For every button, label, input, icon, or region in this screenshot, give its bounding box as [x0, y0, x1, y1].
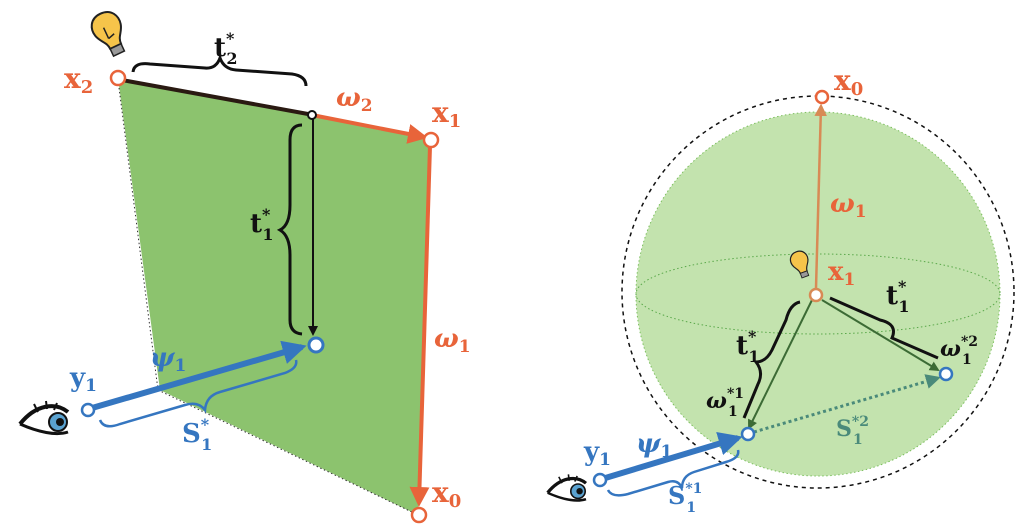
S2-dotted-vector	[753, 374, 941, 434]
sample-omega1-star2	[938, 366, 954, 382]
label-t1-right: t*1	[886, 277, 910, 316]
omega1-segment	[409, 145, 432, 507]
label-psi1-right: ψ1	[636, 429, 672, 462]
label-t1-left: t*1	[736, 327, 760, 366]
sphere-equator	[635, 253, 1001, 335]
label-t1: t*1	[250, 205, 274, 244]
label-t2: t*2	[214, 29, 238, 68]
label-x1-right: x1	[828, 257, 855, 290]
left-diagram: x2 x1 x0 ω2 ω1 y1 ψ1 t*2 t*1 S*1	[18, 11, 471, 524]
label-x0: x0	[432, 476, 461, 512]
sample-point-top	[307, 110, 317, 120]
label-x1: x1	[432, 96, 461, 132]
label-y1: y1	[69, 363, 97, 396]
surface-plane	[118, 78, 430, 515]
vertex-x0	[410, 506, 428, 524]
label-y1-right: y1	[583, 437, 611, 470]
omega2-segment	[311, 113, 428, 144]
label-x2: x2	[64, 62, 93, 98]
sample-omega1-star1	[740, 426, 756, 442]
lightbulb-icon	[789, 250, 810, 279]
sample-1-vector	[748, 299, 813, 430]
segment-x2-to-sample	[121, 78, 309, 116]
label-S1: S*1	[182, 415, 212, 454]
label-x0-right: x0	[834, 64, 863, 100]
vertex-x1	[422, 131, 440, 149]
plane-hidden-edge-bottom	[157, 389, 419, 516]
omega1-vector	[814, 103, 827, 289]
plane-hidden-edge	[117, 79, 159, 391]
sample-point-bottom	[307, 336, 325, 354]
label-omega1: ω1	[434, 324, 471, 357]
lightbulb-icon	[90, 11, 126, 58]
t1-brace-right	[829, 296, 939, 360]
vertex-y1-right	[592, 472, 608, 488]
S1-brace	[98, 359, 298, 428]
psi1-arrow-right	[601, 432, 743, 482]
eye-icon	[18, 400, 70, 436]
label-omega1-right: ω1	[830, 189, 867, 222]
S1-brace-right	[606, 449, 740, 497]
vertex-x0-right	[814, 89, 830, 105]
psi1-arrow	[91, 340, 307, 411]
t2-brace	[131, 53, 308, 87]
vertex-x2	[109, 69, 127, 87]
eye-icon	[546, 474, 588, 502]
sample-2-vector	[821, 299, 940, 372]
t1-brace	[276, 123, 303, 336]
vertex-x1-right	[808, 287, 824, 303]
label-omega2: ω2	[336, 83, 373, 116]
label-psi1: ψ1	[150, 343, 186, 376]
vertex-y1	[80, 402, 96, 418]
t1-brace-left	[742, 300, 801, 419]
